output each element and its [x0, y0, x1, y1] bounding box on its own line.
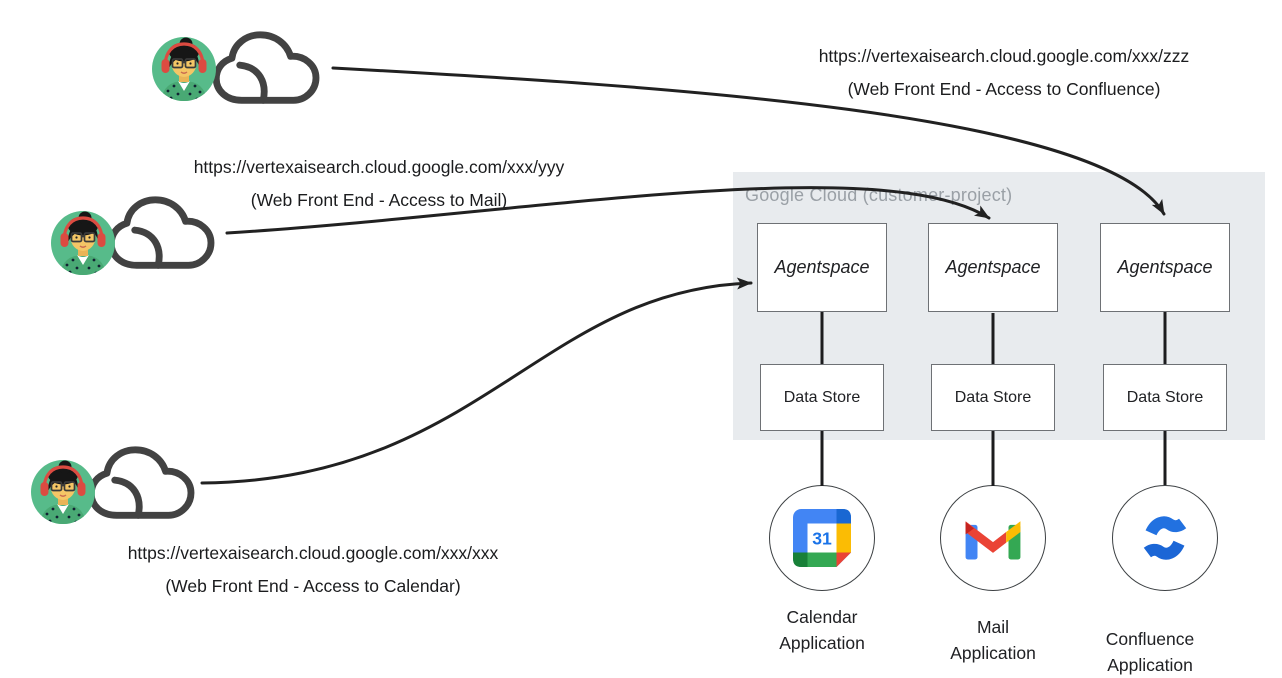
calendar-app-circle: 31	[769, 485, 875, 591]
mail-app-label: Mail Application	[893, 614, 1093, 666]
calendar-day-text: 31	[812, 529, 832, 549]
datastore-label: Data Store	[783, 388, 861, 406]
gmail-icon	[965, 521, 1021, 560]
arrow-user3-to-agentspace-calendar	[200, 277, 753, 485]
agentspace-box-confluence: Agentspace	[1100, 223, 1230, 312]
cloud-icon	[87, 446, 195, 519]
calendar-app-label: Calendar Application	[722, 604, 922, 656]
confluence-app-circle	[1112, 485, 1218, 591]
request-url: https://vertexaisearch.cloud.google.com/…	[127, 543, 499, 563]
app-label-line1: Mail	[976, 617, 1010, 637]
request-text-confluence: https://vertexaisearch.cloud.google.com/…	[774, 40, 1234, 106]
agentspace-label: Agentspace	[945, 257, 1041, 277]
user-avatar-icon	[31, 460, 95, 524]
request-caption: (Web Front End - Access to Confluence)	[847, 79, 1161, 99]
request-url: https://vertexaisearch.cloud.google.com/…	[818, 46, 1190, 66]
datastore-box-confluence: Data Store	[1103, 364, 1227, 431]
user-avatar-icon	[152, 37, 216, 101]
app-label-line2: Application	[950, 643, 1036, 663]
app-label-line1: Confluence	[1105, 629, 1195, 649]
mail-app-circle	[940, 485, 1046, 591]
datastore-label: Data Store	[954, 388, 1032, 406]
cloud-icon	[212, 31, 320, 104]
google-calendar-icon: 31	[793, 509, 851, 567]
cloud-icon	[107, 196, 215, 269]
confluence-app-label: Confluence Application	[1050, 626, 1250, 678]
app-label-line2: Application	[779, 633, 865, 653]
app-label-line2: Application	[1107, 655, 1193, 675]
datastore-box-calendar: Data Store	[760, 364, 884, 431]
datastore-label: Data Store	[1126, 388, 1204, 406]
confluence-icon	[1143, 516, 1187, 560]
google-cloud-panel-title: Google Cloud (customer-project)	[745, 185, 1013, 205]
agentspace-box-mail: Agentspace	[928, 223, 1058, 312]
agentspace-label: Agentspace	[774, 257, 870, 277]
agentspace-label: Agentspace	[1117, 257, 1213, 277]
user-avatar-icon	[51, 211, 115, 275]
datastore-box-mail: Data Store	[931, 364, 1055, 431]
request-text-calendar: https://vertexaisearch.cloud.google.com/…	[83, 537, 543, 603]
agentspace-box-calendar: Agentspace	[757, 223, 887, 312]
app-label-line1: Calendar	[786, 607, 858, 627]
request-caption: (Web Front End - Access to Calendar)	[165, 576, 461, 596]
request-url: https://vertexaisearch.cloud.google.com/…	[193, 157, 565, 177]
